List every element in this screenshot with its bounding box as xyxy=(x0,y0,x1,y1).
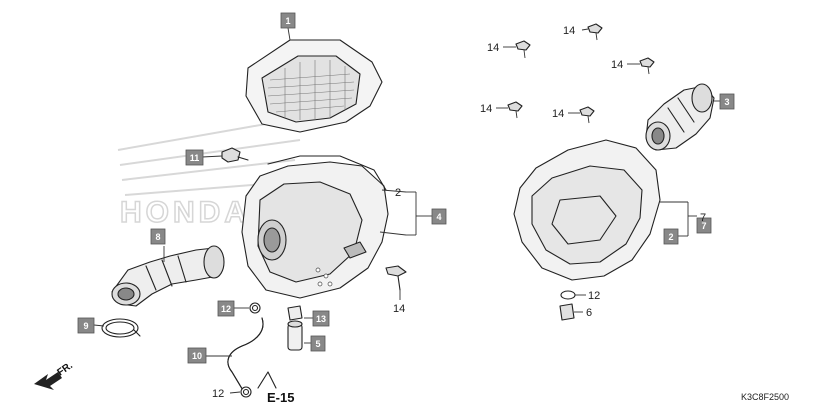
tube-band xyxy=(101,318,141,338)
svg-text:9: 9 xyxy=(83,321,88,331)
svg-text:7: 7 xyxy=(701,221,706,231)
plug-part-6 xyxy=(559,303,575,321)
section-ref-label: E-15 xyxy=(267,390,294,405)
air-cleaner-cover xyxy=(513,139,661,281)
svg-text:3: 3 xyxy=(724,97,729,107)
label-7: 7 xyxy=(700,212,706,224)
clip-part-12-left xyxy=(249,302,261,314)
front-direction-arrow xyxy=(34,372,62,390)
drain-tube xyxy=(227,317,264,393)
air-cleaner-element xyxy=(245,39,383,133)
callout-1: 1 xyxy=(280,12,296,29)
label-14-e: 14 xyxy=(552,108,564,120)
honda-wing-watermark: HONDA xyxy=(117,117,301,230)
svg-text:1: 1 xyxy=(285,16,290,26)
callout-7-right: 7 xyxy=(696,217,712,234)
callout-3: 3 xyxy=(719,93,735,110)
svg-text:8: 8 xyxy=(155,232,160,242)
callout-4: 4 xyxy=(431,208,447,225)
callout-10: 10 xyxy=(187,347,207,364)
svg-text:13: 13 xyxy=(316,314,326,324)
diagram-code: K3C8F2500 xyxy=(741,392,789,402)
label-14-a: 14 xyxy=(563,25,575,37)
callout-13: 13 xyxy=(312,310,330,327)
callout-12-left: 12 xyxy=(217,300,235,317)
label-2: 2 xyxy=(395,187,401,199)
label-12-right: 12 xyxy=(588,290,600,302)
callout-5: 5 xyxy=(310,335,326,352)
clip-part-12-bottom xyxy=(240,386,252,398)
callout-11: 11 xyxy=(185,149,204,166)
svg-text:11: 11 xyxy=(190,153,200,163)
label-12-bottom: 12 xyxy=(212,388,224,400)
svg-text:4: 4 xyxy=(436,212,441,222)
callout-9: 9 xyxy=(77,317,95,334)
section-ref-arrow xyxy=(257,371,277,389)
connecting-tube xyxy=(111,245,225,307)
callout-2-right: 2 xyxy=(663,228,679,245)
leader-lines xyxy=(93,27,720,394)
clip-part-13 xyxy=(287,305,303,321)
intake-duct xyxy=(645,83,715,151)
watermark-text: HONDA xyxy=(120,196,250,229)
label-14-d: 14 xyxy=(480,103,492,115)
svg-text:5: 5 xyxy=(315,339,320,349)
svg-text:12: 12 xyxy=(221,304,231,314)
label-14-c: 14 xyxy=(611,59,623,71)
label-14-b: 14 xyxy=(487,42,499,54)
screw-part-14-housing xyxy=(385,265,407,291)
label-14-housing: 14 xyxy=(393,303,405,315)
drain-plug xyxy=(287,320,303,351)
air-cleaner-housing xyxy=(241,155,389,299)
screws-part-14 xyxy=(507,23,655,124)
svg-text:2: 2 xyxy=(668,232,673,242)
clip-part-12-right xyxy=(560,290,576,300)
label-6: 6 xyxy=(586,307,592,319)
screw-part-11 xyxy=(221,147,249,163)
svg-text:10: 10 xyxy=(192,351,202,361)
callout-8: 8 xyxy=(150,228,166,245)
